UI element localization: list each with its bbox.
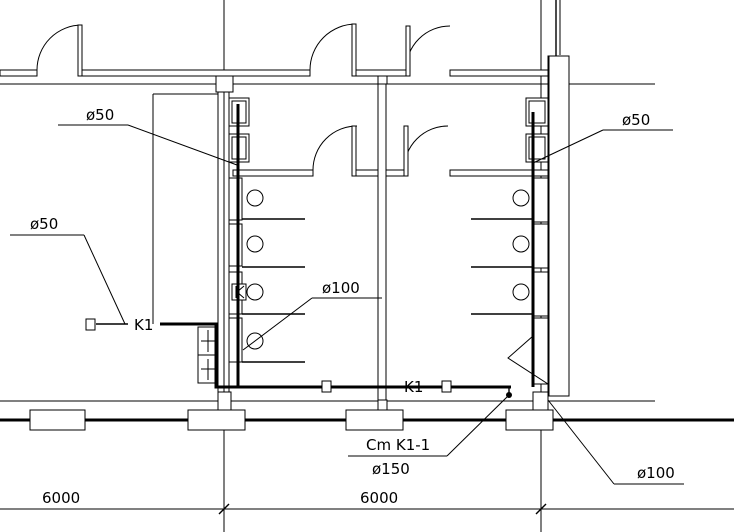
label-k1-bottom: K1: [404, 378, 423, 396]
dimension-right: 6000: [360, 489, 398, 507]
dimension-left: 6000: [42, 489, 80, 507]
leader-lines: [10, 124, 684, 485]
label-k1-left: K1: [134, 316, 153, 334]
label-d100-center: ø100: [322, 279, 360, 297]
label-d50-left-upper: ø50: [86, 106, 114, 124]
right-fixtures: [471, 97, 549, 385]
left-fixtures: [197, 97, 305, 384]
label-cm-k1: Cm K1-1: [366, 436, 430, 454]
walls: [0, 0, 570, 408]
label-d50-right: ø50: [622, 111, 650, 129]
pipes: [0, 104, 734, 422]
label-d150: ø150: [372, 460, 410, 478]
label-d50-left-outer: ø50: [30, 215, 58, 233]
labels: ø50 ø50 ø50 ø100 ø100 K1 K1 Cm K1-1 ø150…: [30, 106, 675, 507]
label-d100-bottom: ø100: [637, 464, 675, 482]
doors: [36, 23, 451, 177]
manholes: [29, 391, 554, 431]
